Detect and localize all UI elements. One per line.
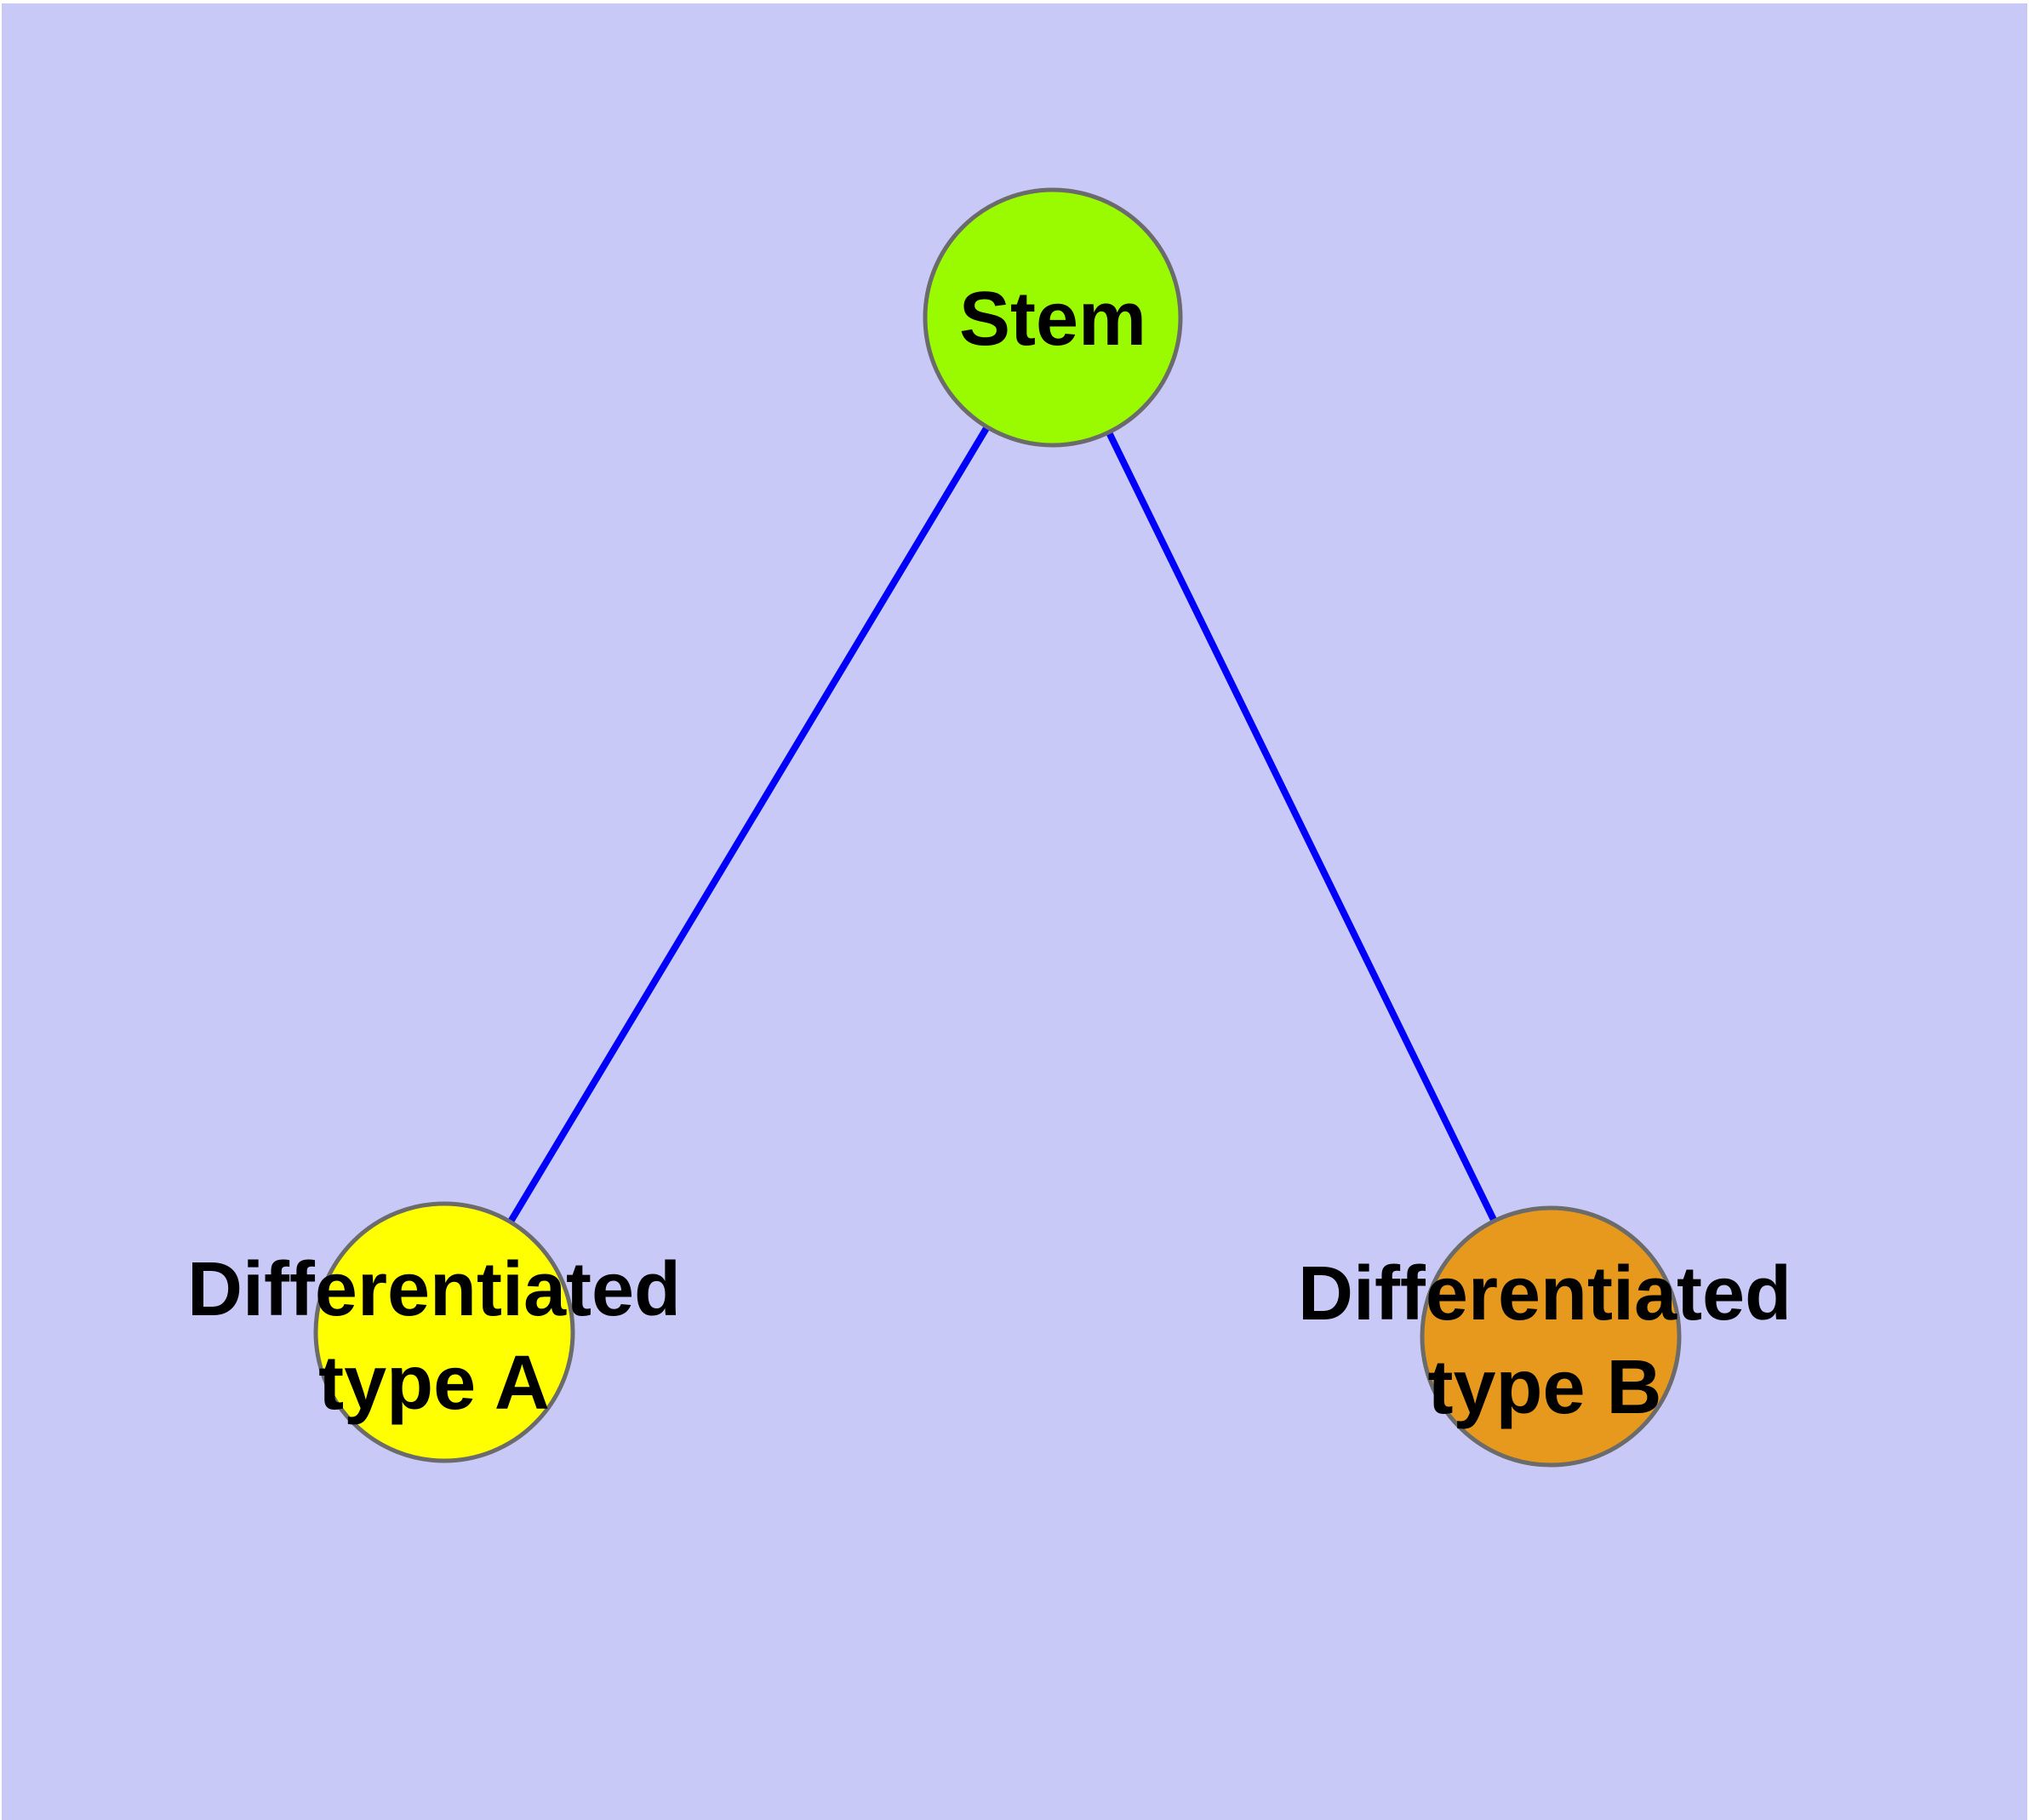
node-type-b <box>1420 1205 1682 1468</box>
node-type-a-label-line1: Differentiated <box>187 1247 681 1332</box>
node-type-b-label: Differentiated type B <box>1298 1251 1792 1430</box>
node-type-a-label-line2: type A <box>318 1341 550 1426</box>
node-stem-label: Stem <box>959 277 1146 362</box>
edge-stem-to-type-b <box>1049 316 1554 1338</box>
node-stem <box>923 187 1183 448</box>
node-type-b-label-line1: Differentiated <box>1298 1251 1792 1336</box>
node-type-a-label: Differentiated type A <box>187 1247 681 1426</box>
edge-stem-to-type-a <box>441 315 1056 1335</box>
node-type-a <box>313 1201 575 1463</box>
node-type-b-label-line2: type B <box>1427 1345 1661 1430</box>
